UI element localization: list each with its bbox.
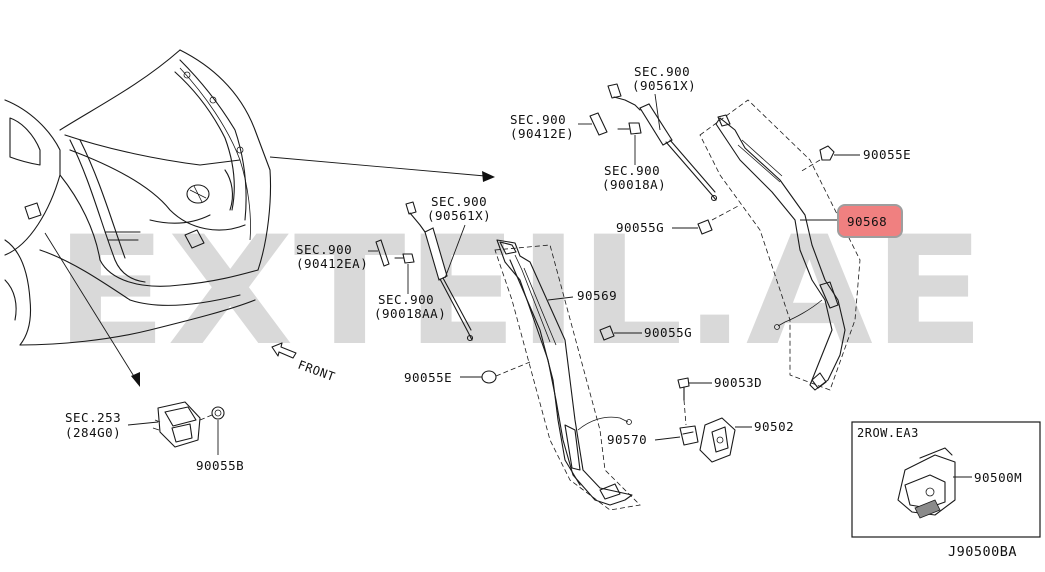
trim-panel-90569 [494,239,641,511]
callout-sec900-90412ea-line2: (90412EA) [296,256,368,271]
gas-strut-middle [375,201,474,342]
gas-strut-top [589,83,718,202]
callout-sec900-90018aa-line2: (90018AA) [374,306,446,321]
inset-box [851,421,1041,538]
callout-90055e-top: 90055E [863,147,911,162]
callout-90055g-top: 90055G [616,220,664,235]
control-unit-arrow [44,232,140,387]
callout-90570: 90570 [607,432,647,447]
callout-sec900-90018a-line1: SEC.900 [604,163,660,178]
diagram-code: J90500BA [948,544,1017,560]
callout-sec253-line1: SEC.253 [65,410,121,425]
callout-sec900-90412e-line2: (90412E) [510,126,574,141]
callout-90055e-mid: 90055E [404,370,452,385]
callout-sec900-90018aa-line1: SEC.900 [378,292,434,307]
callout-90502: 90502 [754,419,794,434]
clip-90055g-top [672,219,713,235]
inset-title: 2ROW.EA3 [857,426,919,440]
trim-panel-90568 [699,99,861,391]
watermark: EXTEIL.AE [55,205,985,379]
callout-90569: 90569 [577,288,617,303]
callout-90053d: 90053D [714,375,762,390]
vehicle-rear-illustration [4,49,272,346]
callout-90055b: 90055B [196,458,244,473]
callout-sec900-90561x-mid-line1: SEC.900 [431,194,487,209]
callout-sec900-90561x-mid-line2: (90561X) [427,208,491,223]
callout-90055g-mid: 90055G [644,325,692,340]
plug-90055e-top [799,145,860,173]
callout-sec900-90561x-top-line1: SEC.900 [634,64,690,79]
plug-90055e-middle [460,361,531,384]
callout-sec253-line2: (284G0) [65,425,121,440]
callout-sec900-90561x-top-line2: (90561X) [632,78,696,93]
clip-90055g-middle [599,325,642,341]
control-unit-part [152,401,225,455]
callout-90500m: 90500M [974,470,1022,485]
callout-90568-highlight: 90568 [837,204,903,238]
callout-sec900-90412e-line1: SEC.900 [510,112,566,127]
callout-90568: 90568 [847,214,887,229]
latch-group [654,377,752,463]
callout-sec900-90018a-line2: (90018A) [602,177,666,192]
callout-sec900-90412ea-line1: SEC.900 [296,242,352,257]
overview-arrow [269,156,495,182]
